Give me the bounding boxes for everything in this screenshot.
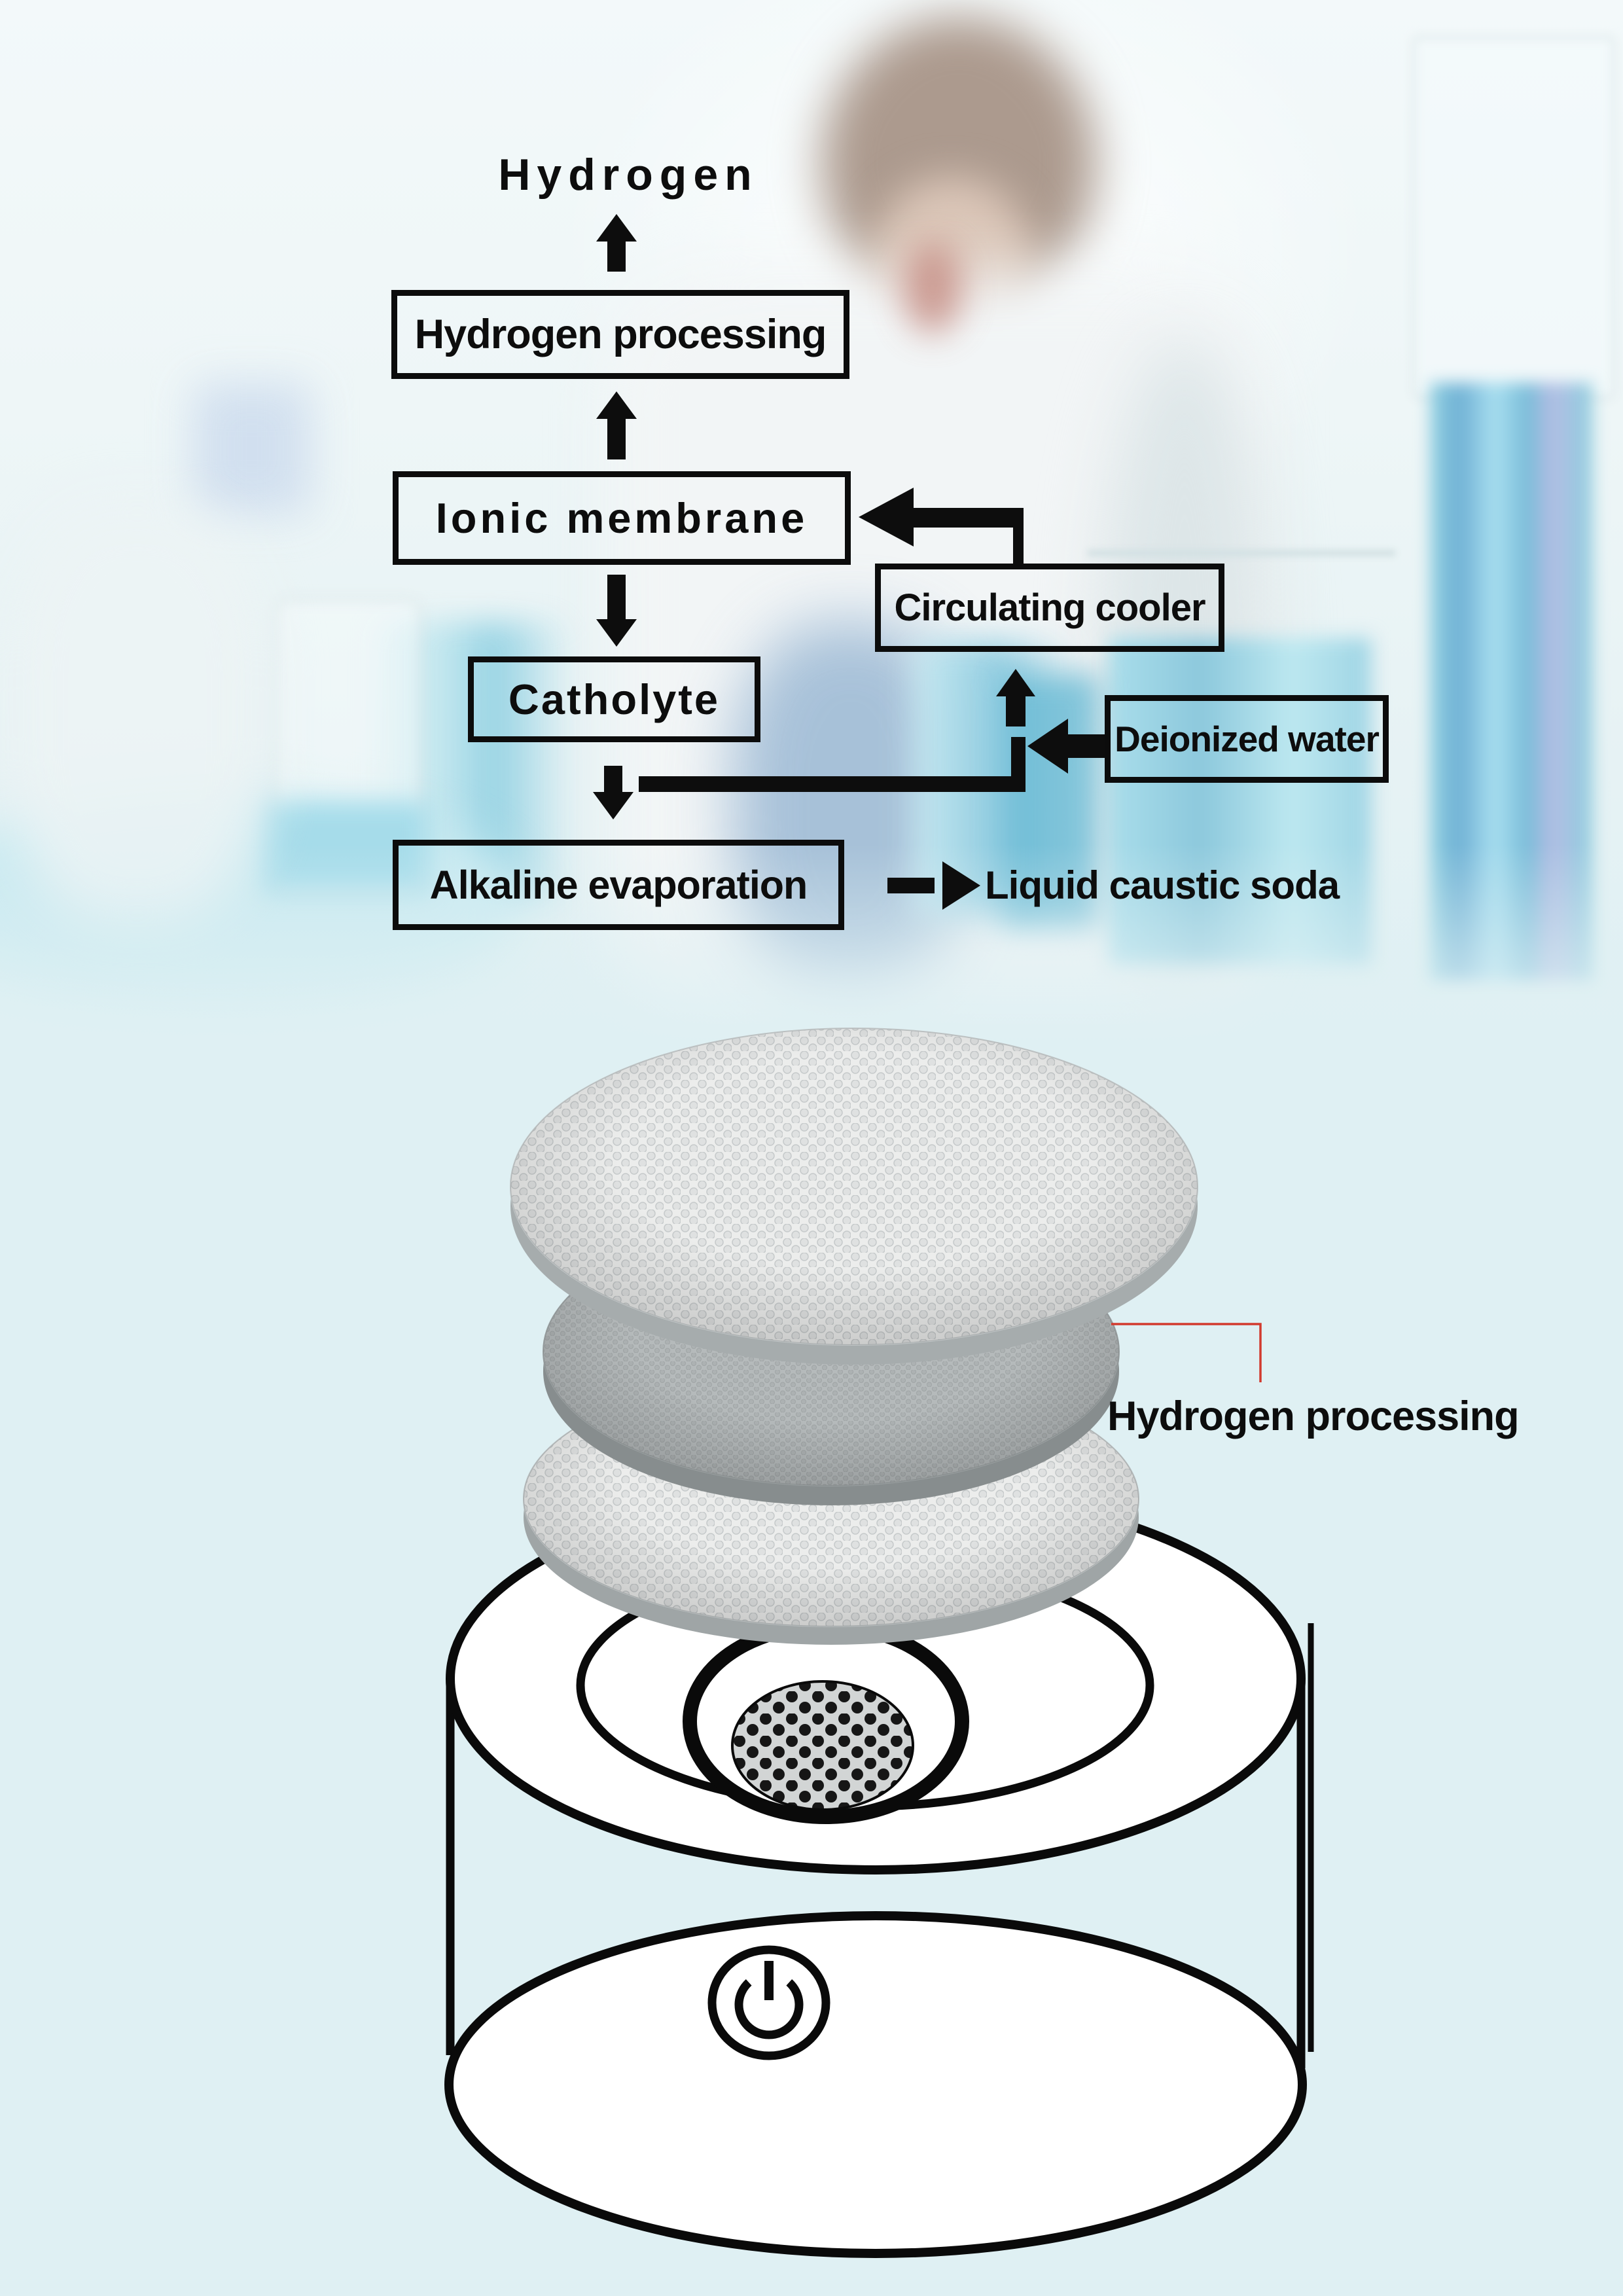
arrow-left-into-ionic-membrane-icon xyxy=(859,488,1024,547)
flow-box-hydrogen-processing: Hydrogen processing xyxy=(391,290,849,379)
cylinder-bottom-face xyxy=(444,1911,1307,2258)
power-arc xyxy=(734,1979,804,2039)
flow-box-circulating-cooler: Circulating cooler xyxy=(875,564,1224,652)
device-illustration xyxy=(444,1028,1314,2258)
flow-box-catholyte-text: Catholyte xyxy=(508,675,721,723)
filter-disc-stack xyxy=(510,1028,1198,1645)
dash-segment xyxy=(887,878,935,893)
arrow-up-to-hydrogen-icon xyxy=(596,214,637,272)
arrow-up-to-processing-icon xyxy=(596,391,637,459)
power-icon xyxy=(707,1945,830,2060)
flow-box-ionic-membrane-text: Ionic membrane xyxy=(435,494,808,542)
connector-cooler-to-elbow xyxy=(1013,517,1024,566)
flow-box-hydrogen-processing-text: Hydrogen processing xyxy=(414,311,827,357)
flow-box-ionic-membrane: Ionic membrane xyxy=(393,471,851,565)
flow-box-alkaline-evaporation: Alkaline evaporation xyxy=(393,840,844,930)
shelf-bottle-blue xyxy=(193,383,311,514)
flow-box-circulating-cooler-text: Circulating cooler xyxy=(894,586,1205,629)
flow-label-hydrogen-text: Hydrogen xyxy=(498,150,758,200)
flow-box-deionized-water-text: Deionized water xyxy=(1115,718,1380,759)
arrow-up-to-cooler-icon xyxy=(996,669,1035,726)
flowchart-arrows xyxy=(593,214,1106,910)
flow-box-deionized-water: Deionized water xyxy=(1105,695,1389,783)
disc-top-shade xyxy=(510,1028,1198,1345)
arrowhead-to-caustic-soda-icon xyxy=(942,861,980,910)
arrow-left-from-deionized-icon xyxy=(1027,719,1106,774)
device-callout-label-text: Hydrogen processing xyxy=(1107,1393,1520,1439)
arrow-down-to-alkaline-icon xyxy=(593,766,633,819)
arrow-down-to-catholyte-icon xyxy=(596,575,637,647)
badge-red-hint xyxy=(903,242,962,334)
mesh-grille xyxy=(731,1680,914,1811)
flow-label-hydrogen: Hydrogen xyxy=(419,145,838,204)
disc-top xyxy=(510,1028,1198,1365)
connector-horizontal-run xyxy=(639,776,1026,792)
tall-beaker-glass xyxy=(1412,36,1615,399)
callout-line xyxy=(1111,1323,1262,1382)
device-callout-label: Hydrogen processing xyxy=(1107,1385,1565,1448)
flow-box-catholyte: Catholyte xyxy=(468,656,760,742)
flow-label-liquid-caustic-soda-text: Liquid caustic soda xyxy=(985,863,1340,907)
flow-box-alkaline-evaporation-text: Alkaline evaporation xyxy=(429,862,808,907)
flow-label-liquid-caustic-soda: Liquid caustic soda xyxy=(985,856,1378,915)
power-button-ring xyxy=(707,1945,830,2060)
small-beaker-rim xyxy=(1088,550,1395,556)
